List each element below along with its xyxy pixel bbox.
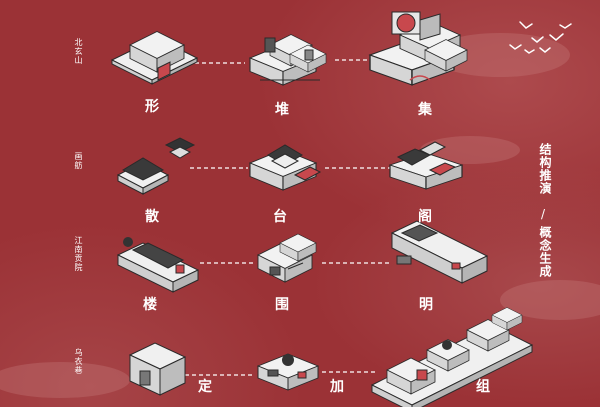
label-lou: 楼 (143, 297, 157, 313)
label-jia: 加 (330, 379, 344, 395)
label-ge: 阁 (418, 209, 432, 225)
model-zu (370, 307, 534, 407)
bird-icon (539, 47, 551, 53)
site-label-row1: 北玄山 (74, 38, 83, 65)
label-zu: 组 (476, 379, 490, 395)
cloud-decoration (0, 33, 600, 398)
model-dui (249, 34, 327, 86)
bird-icon (549, 33, 564, 41)
label-ji: 集 (418, 102, 432, 118)
bird-icon (531, 36, 544, 43)
label-ding: 定 (198, 379, 212, 395)
side-title-part1: 结构推演 (538, 143, 552, 195)
label-xing: 形 (145, 99, 159, 115)
model-jia (257, 353, 319, 391)
label-ming: 明 (419, 297, 433, 313)
birds-decoration (509, 21, 572, 54)
bird-icon (559, 23, 572, 29)
label-san: 散 (145, 209, 159, 225)
side-title-part2: 概念生成 (538, 226, 552, 278)
label-dui: 堆 (275, 102, 289, 118)
model-xing (110, 31, 199, 85)
model-ding (128, 342, 187, 396)
label-tai: 台 (273, 209, 287, 225)
bird-icon (509, 44, 522, 50)
bird-icon (519, 21, 533, 29)
side-title-separator: / (541, 207, 546, 221)
label-wei: 围 (275, 297, 289, 313)
model-ji (369, 11, 468, 86)
connector-lines (185, 59, 392, 376)
bird-icon (524, 49, 535, 54)
model-ming (390, 220, 489, 284)
model-lou (116, 237, 200, 293)
site-label-row4: 乌衣巷 (74, 348, 83, 375)
site-label-row2: 画舫 (74, 152, 83, 170)
model-wei (257, 233, 317, 283)
model-tai (249, 144, 322, 191)
model-ge (389, 141, 463, 190)
site-label-row3: 江南贡院 (74, 236, 83, 272)
model-san (116, 137, 196, 195)
